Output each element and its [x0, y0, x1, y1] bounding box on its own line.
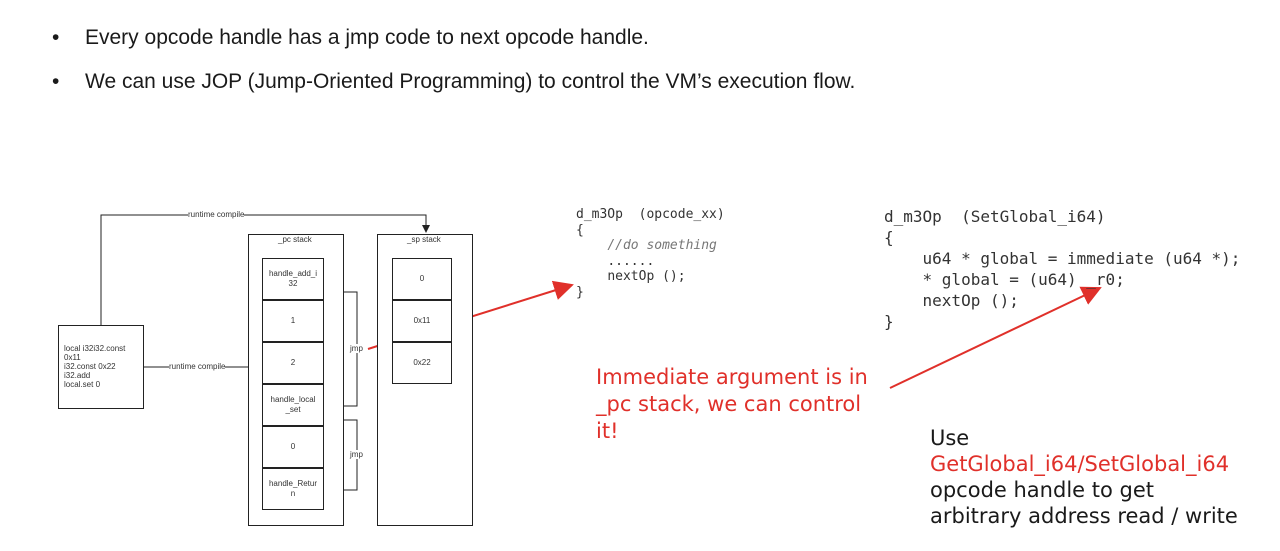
sp-cell-0: 0 — [392, 258, 452, 300]
source-line: i32.add — [64, 371, 91, 380]
bullet-text-1: Every opcode handle has a jmp code to ne… — [85, 26, 649, 49]
code-block-setglobal: d_m3Op (SetGlobal_i64) { u64 * global = … — [884, 206, 1240, 332]
runtime-compile-top-arrow — [100, 214, 430, 325]
code-line: { — [576, 222, 584, 238]
pc-stack-title: _pc stack — [278, 235, 312, 244]
code-line: } — [884, 312, 894, 331]
sp-cell-0x22: 0x22 — [392, 342, 452, 384]
pc-cell-2: 2 — [262, 342, 324, 384]
code-line: { — [884, 228, 894, 247]
jmp-label-2: jmp — [350, 450, 363, 459]
bullet-text-2: We can use JOP (Jump-Oriented Programmin… — [85, 70, 856, 93]
runtime-compile-label-top: runtime compile — [188, 210, 245, 219]
bullet-dot: • — [52, 70, 60, 93]
note-immediate-argument: Immediate argument is in _pc stack, we c… — [596, 365, 868, 443]
code-block-opcode-xx: d_m3Op (opcode_xx) { //do something ....… — [576, 207, 725, 300]
bullet-dot: • — [52, 26, 60, 49]
code-line: u64 * global = immediate (u64 *); — [922, 249, 1241, 268]
code-line: d_m3Op (SetGlobal_i64) — [884, 207, 1106, 226]
code-line: d_m3Op (opcode_xx) — [576, 207, 725, 222]
pc-cell-0: 0 — [262, 426, 324, 468]
code-comment: //do something — [607, 238, 717, 253]
code-line: nextOp (); — [607, 269, 686, 284]
runtime-compile-label-mid: runtime compile — [169, 362, 226, 371]
source-code-box: local i32i32.const 0x11 i32.const 0x22 i… — [58, 325, 144, 409]
pc-cell-1: 1 — [262, 300, 324, 342]
sp-stack-title: _sp stack — [407, 235, 441, 244]
source-line: local.set 0 — [64, 380, 101, 389]
code-line: * global = (u64) _r0; — [922, 270, 1125, 289]
code-line: } — [576, 284, 584, 300]
code-line: nextOp (); — [922, 291, 1019, 310]
note-use-getglobal: Use GetGlobal_i64/SetGlobal_i64 opcode h… — [930, 426, 1238, 528]
red-arrow-note-to-r0 — [889, 286, 1102, 389]
source-line: local i32i32.const — [64, 344, 126, 353]
code-line: ...... — [607, 253, 655, 269]
sp-cell-0x11: 0x11 — [392, 300, 452, 342]
source-line: 0x11 — [64, 353, 81, 362]
jmp-label-1: jmp — [350, 344, 363, 353]
pc-cell-handle-local-set: handle_local_set — [262, 384, 324, 426]
source-line: i32.const 0x22 — [64, 362, 116, 371]
